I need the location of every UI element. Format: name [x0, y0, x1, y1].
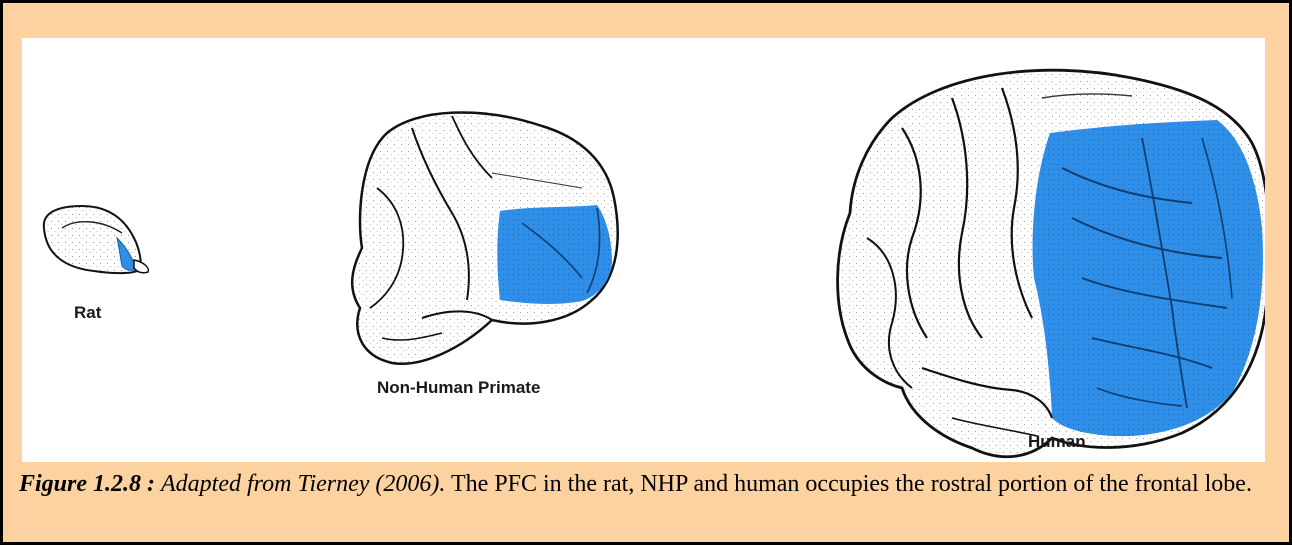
- caption-text: The PFC in the rat, NHP and human occupi…: [451, 471, 1252, 497]
- figure-caption: Figure 1.2.8 : Adapted from Tierney (200…: [19, 468, 1277, 501]
- human-brain: [838, 70, 1265, 457]
- figure-image: Rat Non-Human Primate Human: [22, 38, 1265, 462]
- rat-label: Rat: [74, 303, 101, 323]
- human-label: Human: [1028, 432, 1086, 452]
- rat-brain: [44, 206, 149, 273]
- brain-comparison-illustration: [22, 38, 1265, 462]
- caption-source: Adapted from Tierney (2006).: [161, 471, 445, 497]
- nhp-brain: [352, 112, 618, 363]
- caption-label: Figure 1.2.8 :: [19, 471, 155, 497]
- nhp-label: Non-Human Primate: [377, 378, 540, 398]
